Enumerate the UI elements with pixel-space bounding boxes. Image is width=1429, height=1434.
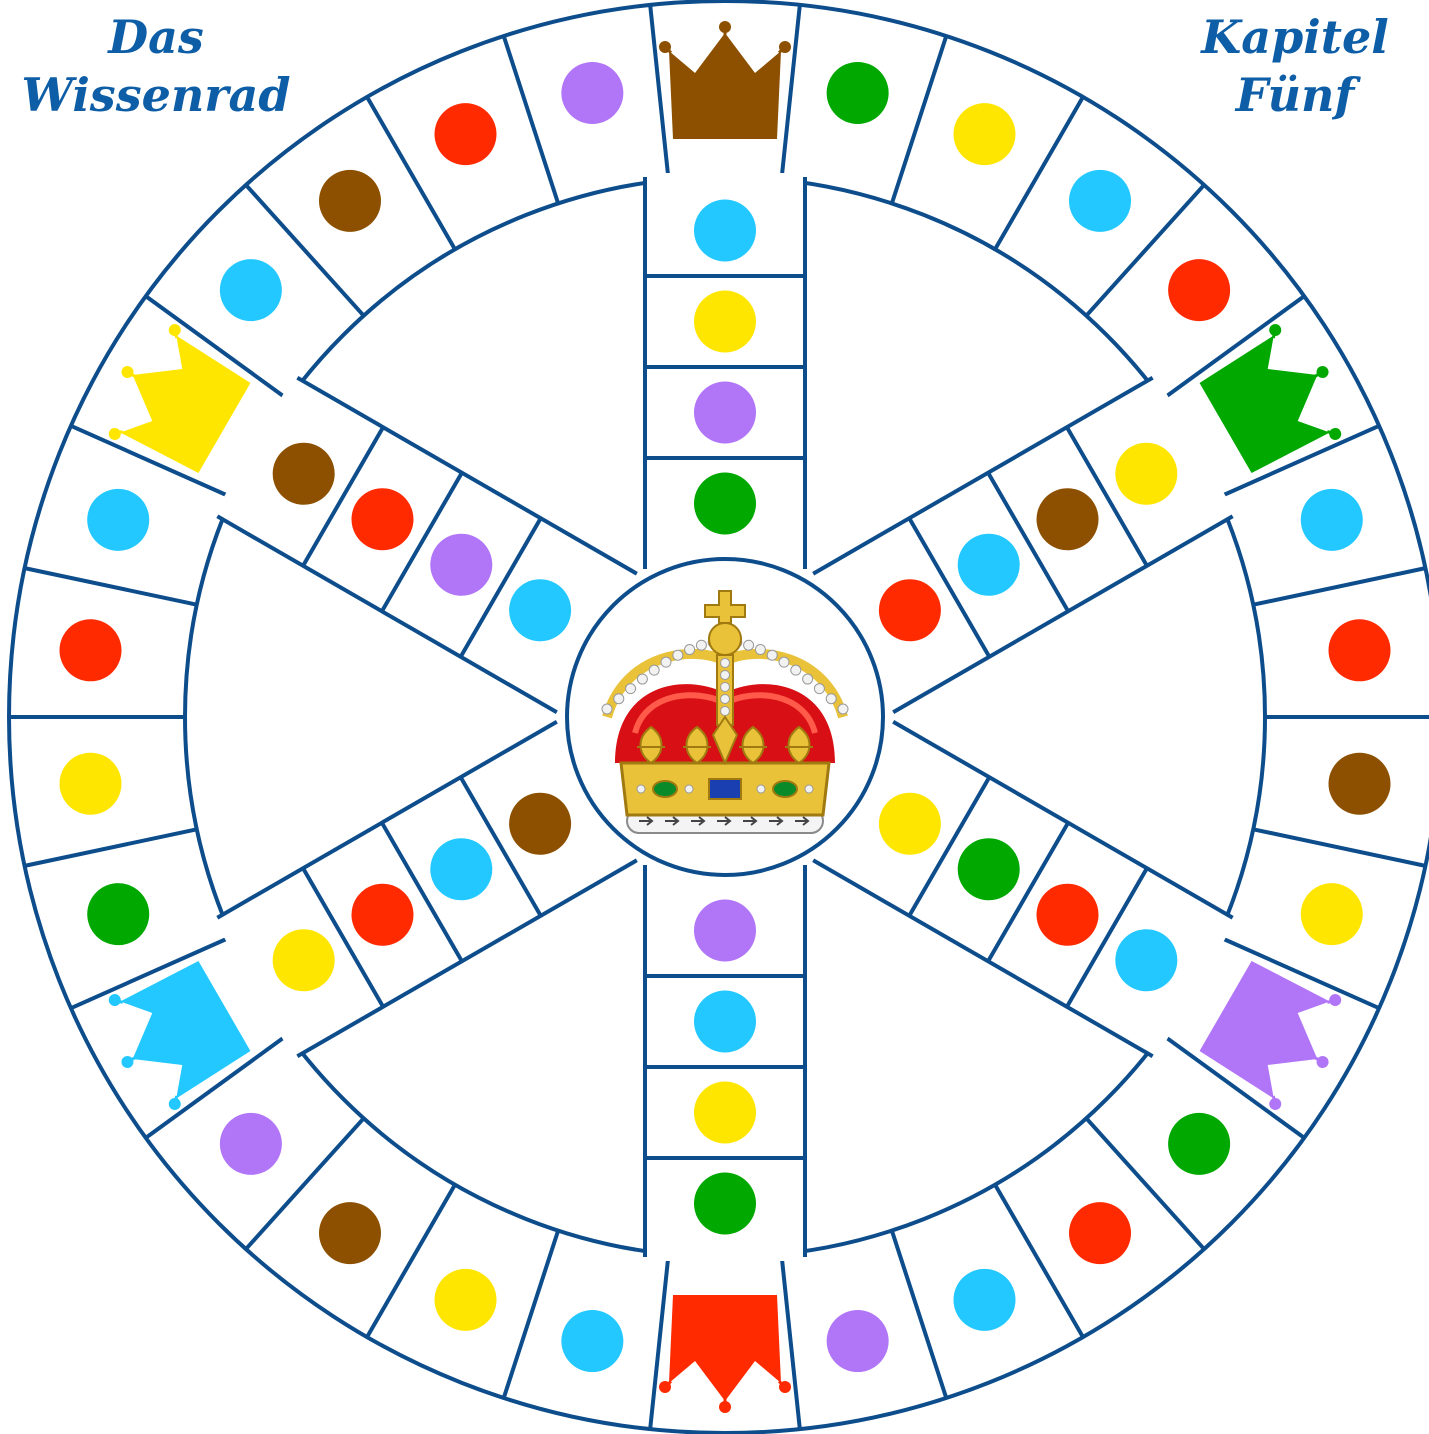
spoke-bottom xyxy=(645,859,805,1261)
outer-space-dot-green[interactable] xyxy=(87,883,149,945)
outer-space-dot-red[interactable] xyxy=(1069,1202,1131,1264)
outer-space-dot-yellow[interactable] xyxy=(1301,883,1363,945)
outer-space-dot-blue[interactable] xyxy=(953,1269,1015,1331)
outer-space-dot-blue[interactable] xyxy=(1301,489,1363,551)
outer-space-dot-red[interactable] xyxy=(1329,619,1391,681)
center-hub[interactable] xyxy=(567,559,883,875)
outer-space-dot-red[interactable] xyxy=(1168,259,1230,321)
spoke-top xyxy=(645,173,805,575)
outer-space-dot-red[interactable] xyxy=(59,619,121,681)
spoke-space-dot-purple[interactable] xyxy=(694,382,756,444)
spoke-space-dot-blue[interactable] xyxy=(694,991,756,1053)
outer-space-dot-red[interactable] xyxy=(435,103,497,165)
outer-space-dot-blue[interactable] xyxy=(1069,170,1131,232)
spoke-space-dot-green[interactable] xyxy=(694,1173,756,1235)
spoke-space-dot-blue[interactable] xyxy=(694,200,756,262)
title-right-line2: Fünf xyxy=(1160,66,1429,124)
outer-space-dot-yellow[interactable] xyxy=(953,103,1015,165)
title-left-line2: Wissenrad xyxy=(6,66,306,124)
outer-space-dot-yellow[interactable] xyxy=(435,1269,497,1331)
outer-space-dot-blue[interactable] xyxy=(87,489,149,551)
outer-space-dot-blue[interactable] xyxy=(220,259,282,321)
title-right: Kapitel Fünf xyxy=(1160,8,1429,124)
title-left: Das Wissenrad xyxy=(6,8,306,124)
outer-space-dot-green[interactable] xyxy=(827,62,889,124)
title-right-line1: Kapitel xyxy=(1160,8,1429,66)
outer-space-dot-brown[interactable] xyxy=(319,170,381,232)
title-left-line1: Das xyxy=(6,8,306,66)
spoke-space-dot-yellow[interactable] xyxy=(694,1082,756,1144)
spoke-space-dot-green[interactable] xyxy=(694,473,756,535)
outer-space-dot-brown[interactable] xyxy=(319,1202,381,1264)
outer-space-dot-purple[interactable] xyxy=(827,1310,889,1372)
outer-space-dot-brown[interactable] xyxy=(1329,753,1391,815)
outer-space-dot-purple[interactable] xyxy=(561,62,623,124)
spoke-space-dot-purple[interactable] xyxy=(694,900,756,962)
outer-space-dot-blue[interactable] xyxy=(561,1310,623,1372)
outer-space-dot-purple[interactable] xyxy=(220,1113,282,1175)
outer-space-dot-yellow[interactable] xyxy=(59,753,121,815)
outer-space-dot-green[interactable] xyxy=(1168,1113,1230,1175)
spoke-space-dot-yellow[interactable] xyxy=(694,291,756,353)
